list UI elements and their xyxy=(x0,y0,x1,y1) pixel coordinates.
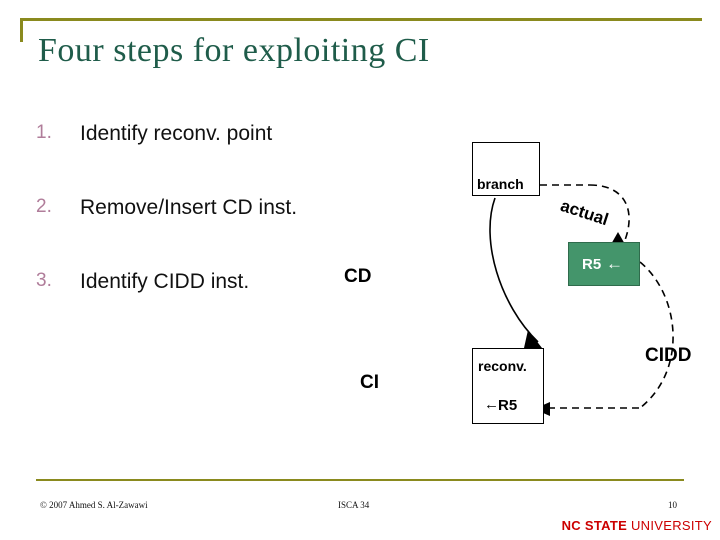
r5-arrow-icon: ← xyxy=(484,396,499,413)
list-item-number: 2. xyxy=(36,196,52,217)
list-item-label: Remove/Insert CD inst. xyxy=(80,196,298,219)
footer-divider xyxy=(36,479,684,481)
list-item: 3. Identify CIDD inst. xyxy=(36,270,456,344)
reconv-label: reconv. xyxy=(478,358,527,374)
control-flow-diagram: branch actual R5 ← CD CI reconv. ← R5 CI… xyxy=(344,120,710,450)
bullet-list: 1. Identify reconv. point 2. Remove/Inse… xyxy=(36,122,456,344)
list-item-number: 3. xyxy=(36,270,52,291)
diagram-connectors xyxy=(489,184,674,416)
r5-green-label: R5 xyxy=(582,256,602,273)
r5-reconv-label: R5 xyxy=(498,397,518,414)
list-item: 1. Identify reconv. point xyxy=(36,122,456,196)
brand-logo: NC STATE UNIVERSITY xyxy=(562,518,712,533)
title-left-accent xyxy=(20,18,23,42)
reconv-box xyxy=(472,348,544,424)
cd-group-label: CD xyxy=(344,266,372,287)
list-item-label: Identify reconv. point xyxy=(80,122,273,145)
list-item-label: Identify CIDD inst. xyxy=(80,270,250,293)
title-top-rule xyxy=(20,18,702,21)
page-title: Four steps for exploiting CI xyxy=(38,32,430,69)
branch-label: branch xyxy=(477,176,524,192)
branch-box xyxy=(472,142,540,196)
brand-main: NC STATE xyxy=(561,518,628,533)
list-item-number: 1. xyxy=(36,122,52,143)
r5-green-arrow-icon: ← xyxy=(606,254,623,273)
list-item: 2. Remove/Insert CD inst. xyxy=(36,196,456,270)
brand-sub: UNIVERSITY xyxy=(630,518,712,533)
ci-group-label: CI xyxy=(360,372,379,393)
footer-conference: ISCA 34 xyxy=(338,500,370,510)
r5-green-box xyxy=(568,242,640,286)
cidd-label: CIDD xyxy=(645,345,692,366)
footer-page-number: 10 xyxy=(668,500,677,510)
footer-copyright: © 2007 Ahmed S. Al-Zawawi xyxy=(40,500,148,510)
